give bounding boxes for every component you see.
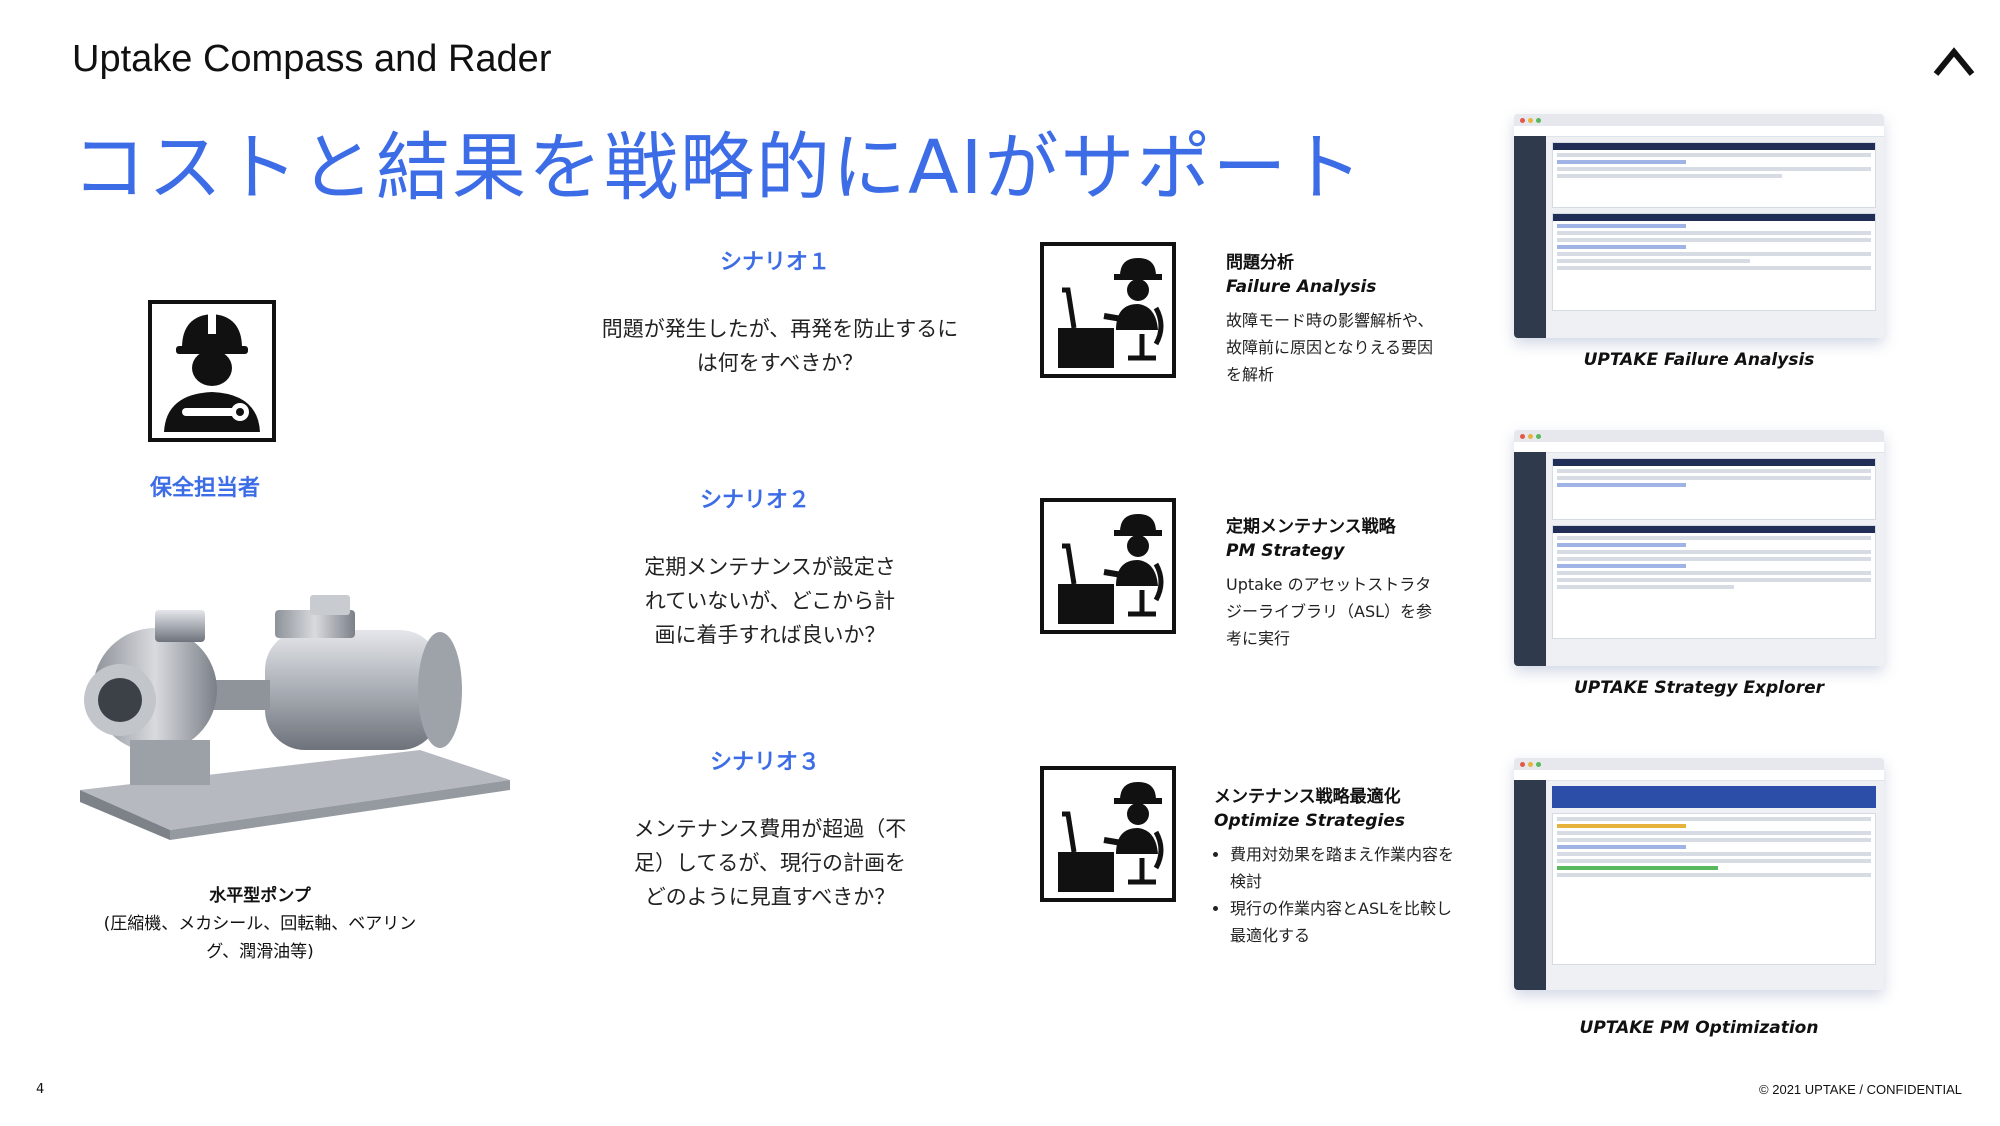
worker-at-desk-icon bbox=[1040, 766, 1176, 902]
screenshot-caption: UPTAKE Failure Analysis bbox=[1583, 350, 1815, 370]
scenario-1-question: 問題が発生したが、再発を防止するに は何をすべきか？ bbox=[601, 317, 959, 375]
scenario-2-title: シナリオ２ bbox=[699, 488, 810, 513]
asset-name: 水平型ポンプ bbox=[209, 886, 311, 906]
solution-title: メンテナンス戦略最適化 bbox=[1214, 787, 1401, 807]
solution-subtitle: Optimize Strategies bbox=[1214, 811, 1405, 831]
slide-title: Uptake Compass and Rader bbox=[72, 38, 552, 80]
asset-caption: 水平型ポンプ (圧縮機、メカシール、回転軸、ベアリング、潤滑油等) bbox=[100, 882, 420, 966]
solution-title: 問題分析 bbox=[1226, 253, 1294, 273]
solution-failure-analysis: 問題分析 Failure Analysis 故障モード時の影響解析や、 故障前に… bbox=[1226, 248, 1486, 388]
scenario-3-title: シナリオ３ bbox=[709, 750, 820, 775]
failure-analysis-screenshot bbox=[1514, 114, 1884, 338]
solution-title: 定期メンテナンス戦略 bbox=[1226, 517, 1396, 537]
headline: コストと結果を戦略的にAIがサポート bbox=[72, 125, 1365, 211]
asset-components: (圧縮機、メカシール、回転軸、ベアリング、潤滑油等) bbox=[103, 914, 417, 962]
worker-at-desk-icon bbox=[1040, 242, 1176, 378]
screenshot-caption: UPTAKE Strategy Explorer bbox=[1573, 678, 1824, 698]
copyright: © 2021 UPTAKE / CONFIDENTIAL bbox=[1759, 1082, 1962, 1097]
solution-subtitle: Failure Analysis bbox=[1226, 277, 1377, 297]
screenshot-caption: UPTAKE PM Optimization bbox=[1579, 1018, 1819, 1038]
worker-at-desk-icon bbox=[1040, 498, 1176, 634]
solution-pm-strategy: 定期メンテナンス戦略 PM Strategy Uptake のアセットストラタ … bbox=[1226, 512, 1486, 652]
strategy-explorer-screenshot bbox=[1514, 430, 1884, 666]
page-number: 4 bbox=[36, 1082, 45, 1097]
solution-body: Uptake のアセットストラタ ジーライブラリ（ASL）を参 考に実行 bbox=[1226, 575, 1433, 648]
solution-body: 故障モード時の影響解析や、 故障前に原因となりえる要因 を解析 bbox=[1226, 311, 1434, 384]
solution-subtitle: PM Strategy bbox=[1226, 541, 1345, 561]
scenario-3-question: メンテナンス費用が超過（不 足）してるが、現行の計画を どのように見直すべきか？ bbox=[633, 817, 907, 909]
uptake-chevron-icon bbox=[1933, 47, 1975, 76]
worker-helmet-wrench-icon bbox=[148, 300, 276, 442]
solution-optimize-strategies: メンテナンス戦略最適化 Optimize Strategies 費用対効果を踏ま… bbox=[1214, 782, 1494, 949]
pm-optimization-screenshot bbox=[1514, 758, 1884, 990]
role-label: 保全担当者 bbox=[149, 476, 260, 501]
scenario-2-question: 定期メンテナンスが設定さ れていないが、どこから計 画に着手すれば良いか？ bbox=[644, 555, 896, 647]
scenario-1-title: シナリオ１ bbox=[719, 250, 830, 275]
horizontal-pump-image bbox=[80, 595, 510, 840]
